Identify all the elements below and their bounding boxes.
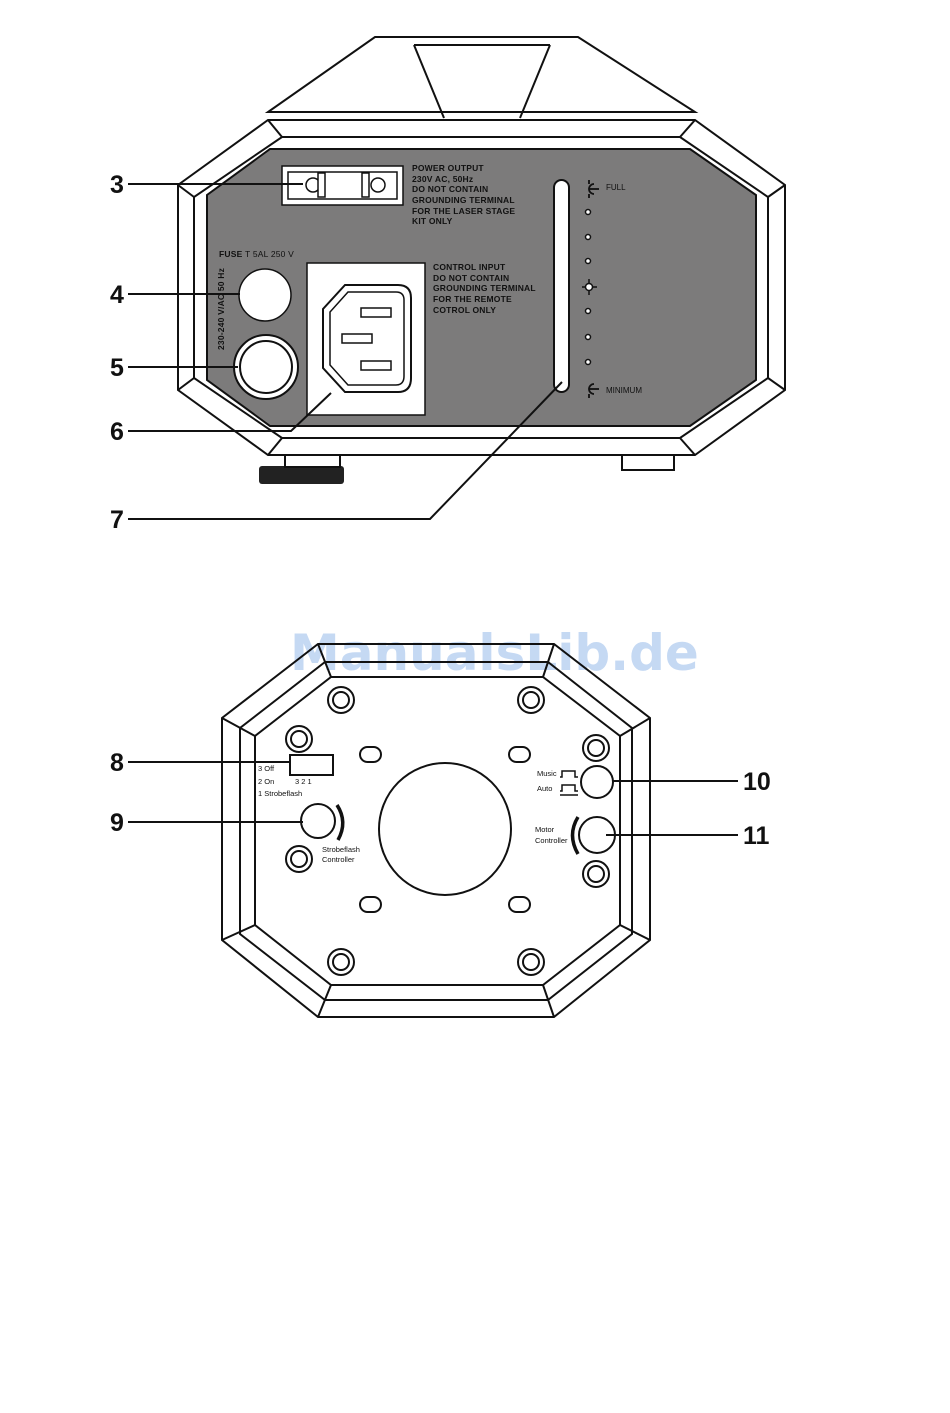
callout-7: 7 <box>110 506 124 534</box>
callout-5: 5 <box>110 354 124 382</box>
knob-foot <box>259 466 344 484</box>
motor-arc <box>570 816 580 855</box>
callout-lines-top <box>128 183 563 520</box>
dip-label-off: 3 Off <box>258 764 275 773</box>
slider-minimum-label: MINIMUM <box>606 386 642 395</box>
dip-switch <box>289 754 334 776</box>
watermark: ManualsLib.de <box>290 624 699 682</box>
fuse-holder <box>238 268 292 322</box>
control-input-line-1: DO NOT CONTAIN <box>433 273 509 283</box>
control-input-title: CONTROL INPUT <box>433 262 506 272</box>
callout-11: 11 <box>743 822 770 850</box>
mount-slots <box>359 746 531 913</box>
min-brightness-icon <box>588 383 599 398</box>
control-input-line-4: COTROL ONLY <box>433 305 496 315</box>
callout-4: 4 <box>110 281 124 309</box>
rear-panel: POWER OUTPUT 230V AC, 50Hz DO NOT CONTAI… <box>177 36 786 484</box>
screws <box>285 686 610 976</box>
music-label: Music <box>537 769 557 778</box>
callout-3: 3 <box>110 171 124 199</box>
fuse-label: FUSE T 5AL 250 V <box>219 249 294 259</box>
full-brightness-icon <box>588 180 599 198</box>
callout-lines-bottom <box>128 761 738 836</box>
control-input-line-3: FOR THE REMOTE <box>433 294 512 304</box>
dip-label-on: 2 On <box>258 777 274 786</box>
power-output-title: POWER OUTPUT <box>412 163 484 173</box>
control-input-line-2: GROUNDING TERMINAL <box>433 283 536 293</box>
power-output-line-1: 230V AC, 50Hz <box>412 174 473 184</box>
power-output-line-2: DO NOT CONTAIN <box>412 184 488 194</box>
callout-8: 8 <box>110 749 124 777</box>
housing-top <box>264 36 699 113</box>
strobe-controller-label-1: Strobeflash <box>322 845 360 854</box>
callout-9: 9 <box>110 809 124 837</box>
music-auto-symbol <box>560 770 578 796</box>
music-auto-button <box>580 765 614 799</box>
foot-right <box>621 454 675 471</box>
power-output-line-3: GROUNDING TERMINAL <box>412 195 515 205</box>
slider-scale <box>584 208 592 366</box>
strobe-arc <box>335 804 345 841</box>
mid-brightness-icon <box>582 279 597 295</box>
center-opening <box>378 762 512 896</box>
bottom-panel: 3 Off 2 On 3 2 1 1 Strobeflash Strobefla… <box>221 643 651 1018</box>
auto-label: Auto <box>537 784 552 793</box>
strobe-controller-knob <box>300 803 336 839</box>
motor-controller-label-2: Controller <box>535 836 568 845</box>
power-output-line-4: FOR THE LASER STAGE <box>412 206 515 216</box>
housing-top-inner <box>413 44 445 119</box>
dip-numbers: 3 2 1 <box>295 777 312 786</box>
dip-label-strobe: 1 Strobeflash <box>258 789 302 798</box>
callout-10: 10 <box>743 768 771 796</box>
strobe-controller-label-2: Controller <box>322 855 355 864</box>
volume-slider <box>553 179 570 393</box>
power-output-line-5: KIT ONLY <box>412 216 453 226</box>
callout-6: 6 <box>110 418 124 446</box>
motor-controller-label-1: Motor <box>535 825 555 834</box>
voltage-label: 230-240 V/AC 50 Hz <box>216 268 226 350</box>
slider-full-label: FULL <box>606 183 626 192</box>
